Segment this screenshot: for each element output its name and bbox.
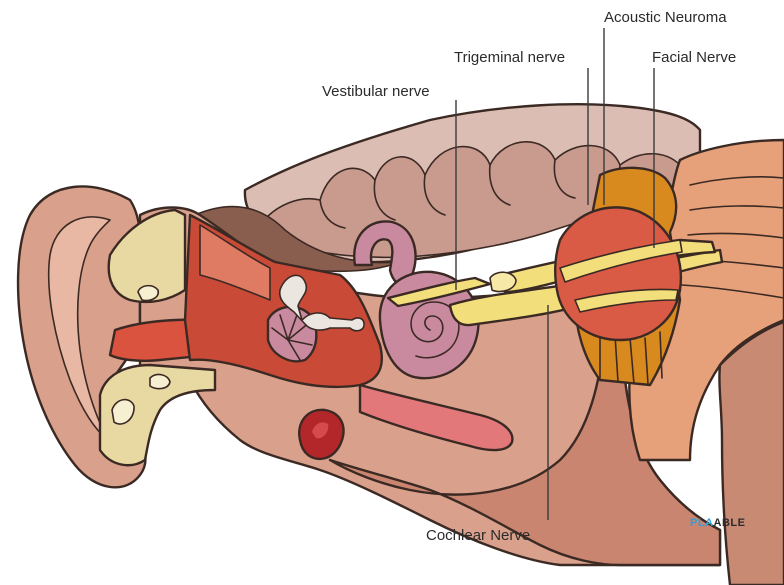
label-trigeminal-nerve: Trigeminal nerve	[454, 49, 565, 66]
mastoid-hole-2	[150, 375, 170, 389]
spinal-cord	[719, 322, 784, 585]
watermark-part2: ABLE	[714, 517, 746, 529]
label-facial-nerve: Facial Nerve	[652, 49, 736, 66]
label-cochlear-nerve: Cochlear Nerve	[426, 527, 530, 544]
mastoid-hole-1	[138, 286, 158, 301]
label-acoustic-neuroma: Acoustic Neuroma	[604, 9, 727, 26]
label-vestibular-nerve: Vestibular nerve	[322, 83, 430, 100]
watermark: PLAABLE	[690, 517, 745, 529]
watermark-part1: PLA	[690, 517, 714, 529]
